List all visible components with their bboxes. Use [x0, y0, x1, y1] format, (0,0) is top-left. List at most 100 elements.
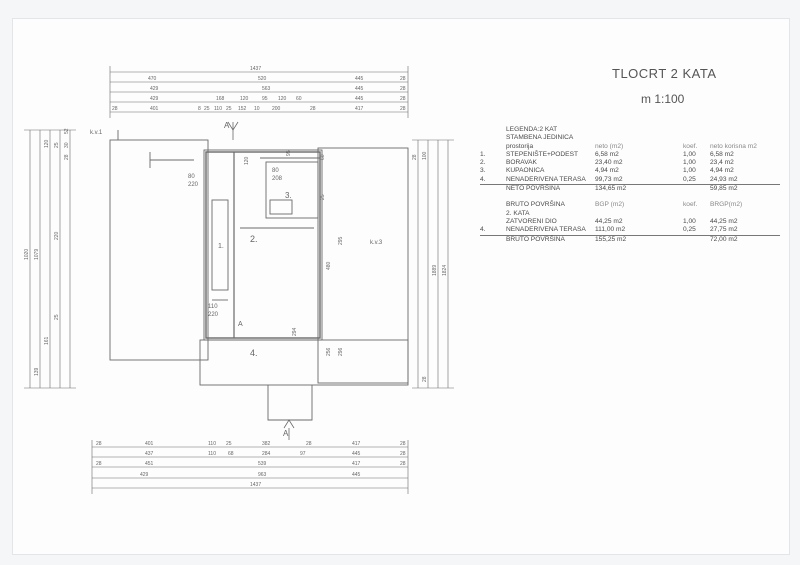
- dim-text: 28: [400, 461, 406, 467]
- dim-text: 429: [140, 472, 149, 478]
- bruto-heading: BRUTO POVRŠINA: [506, 201, 565, 209]
- dim-text: 28: [412, 154, 418, 160]
- dim-text: 445: [352, 451, 361, 457]
- row-neto: 4,94 m2: [595, 167, 619, 175]
- row-korisna: 23,4 m2: [710, 159, 734, 167]
- row-koef: 0,25: [683, 226, 696, 234]
- dim-text: 445: [355, 86, 364, 92]
- dim-text: 120: [240, 96, 249, 102]
- row-num: 2.: [480, 159, 486, 167]
- dim-text: 95: [262, 96, 268, 102]
- neto-korisna-total: 59,85 m2: [710, 185, 738, 193]
- dim-text: 28: [400, 96, 406, 102]
- bruto-sub-row: 2. KATA: [480, 210, 780, 218]
- dim-text: 25: [204, 106, 210, 112]
- building-outline: [109, 130, 409, 421]
- dim-text: 563: [262, 86, 271, 92]
- dim-text: 60: [320, 154, 326, 160]
- dim-text: 52: [64, 128, 70, 134]
- dim-text: 445: [355, 96, 364, 102]
- dim-text: 963: [258, 472, 267, 478]
- dim-text: 28: [400, 441, 406, 447]
- door-tag: 220: [208, 312, 219, 318]
- dim-text: 28: [306, 441, 312, 447]
- section-mark-bottom: A: [283, 429, 289, 438]
- col-koef: koef.: [683, 142, 698, 150]
- dim-text: 100: [422, 151, 428, 160]
- row-neto: 99,73 m2: [595, 175, 623, 183]
- dim-text: 152: [238, 106, 247, 112]
- dim-text: 110: [208, 451, 216, 457]
- dim-text: 1889: [432, 265, 438, 276]
- dim-text: 30: [64, 142, 70, 148]
- dim-text: 120: [278, 96, 287, 102]
- dim-text: 451: [145, 461, 154, 467]
- dim-text: 256: [326, 347, 332, 356]
- row-bgp: 111,00 m2: [595, 226, 626, 234]
- dim-text: 401: [145, 441, 154, 447]
- dim-text: 437: [145, 451, 154, 457]
- dim-text: 539: [258, 461, 267, 467]
- bottom-dimensions: [91, 440, 409, 494]
- dim-text: 401: [150, 106, 159, 112]
- dim-text: 168: [216, 96, 225, 102]
- section-mark-mid: A: [238, 321, 243, 328]
- legend-unit: STAMBENA JEDINICA: [506, 134, 574, 142]
- dim-text: 95: [286, 150, 292, 156]
- dim-text: 120: [244, 156, 250, 165]
- dim-text: 28: [112, 106, 118, 112]
- bruto-total: 155,25 m2: [595, 235, 627, 243]
- bruto-brgp-total: 72,00 m2: [710, 235, 738, 243]
- left-dimensions: [24, 129, 76, 389]
- right-dimension-values: 1824 1889 100 28 480 295 256 28 296 294 …: [244, 150, 448, 382]
- row-neto: 6,58 m2: [595, 150, 619, 158]
- dim-text: 161: [44, 336, 50, 345]
- row-koef: 1,00: [683, 167, 696, 175]
- door-tag: 80: [272, 168, 279, 174]
- legend-section: prostorija: [506, 142, 534, 150]
- door-tag: 80: [188, 174, 195, 180]
- table-row: 4. NENADERIVENA TERASA 111,00 m2 0,25 27…: [480, 226, 780, 236]
- row-name: KUPAONICA: [506, 167, 545, 175]
- row-num: 4.: [480, 226, 486, 234]
- level-mark-kv1: k.v.1: [90, 130, 103, 136]
- dim-text: 60: [296, 96, 302, 102]
- room-label-3: 3.: [285, 191, 292, 200]
- dim-text: 1824: [442, 265, 448, 276]
- dim-text: 417: [352, 461, 361, 467]
- row-brgp: 44,25 m2: [710, 217, 738, 225]
- neto-total: 134,65 m2: [595, 185, 627, 193]
- dim-text: 8: [198, 106, 201, 112]
- room-label-1: 1.: [218, 243, 224, 250]
- dim-text: 284: [262, 451, 271, 457]
- row-koef: 1,00: [683, 217, 696, 225]
- row-korisna: 24,93 m2: [710, 175, 738, 183]
- neto-total-row: NETO POVRŠINA 134,65 m2 59,85 m2: [480, 185, 780, 193]
- dim-text: 97: [300, 451, 306, 457]
- dim-text: 120: [44, 139, 50, 148]
- dim-text: 25: [320, 194, 326, 200]
- dim-text: 110: [208, 441, 216, 447]
- door-tag: 110: [208, 304, 218, 310]
- dim-text: 110: [214, 106, 222, 112]
- row-name: STEPENIŠTE+PODEST: [506, 150, 579, 158]
- dim-text: 25: [226, 106, 232, 112]
- col-neto: neto (m2): [595, 142, 624, 150]
- col-brgp: BRGP(m2): [710, 201, 743, 209]
- door-tag: 220: [188, 182, 199, 188]
- dimension-values: 1437 470 520 445 28 429 563 445 28 429 1…: [96, 66, 406, 488]
- row-bgp: 44,25 m2: [595, 217, 623, 225]
- col-koef2: koef.: [683, 201, 698, 209]
- left-dimension-values: 1020 1079 220 161 139 25 120 25 30 52 28: [24, 128, 70, 376]
- legend-table: LEGENDA:2 KAT STAMBENA JEDINICA prostori…: [480, 126, 780, 244]
- bruto-header-row: BRUTO POVRŠINA BGP (m2) koef. BRGP(m2): [480, 201, 780, 209]
- dim-text: 417: [355, 106, 364, 112]
- col-korisna: neto korisna m2: [710, 142, 757, 150]
- room-label-4: 4.: [250, 348, 258, 358]
- dim-text: 480: [326, 261, 332, 270]
- dim-text: 28: [400, 451, 406, 457]
- dim-text: 28: [400, 86, 406, 92]
- dim-text: 1020: [24, 249, 30, 260]
- legend-heading-row: LEGENDA:2 KAT: [480, 126, 780, 134]
- dim-text: 28: [400, 106, 406, 112]
